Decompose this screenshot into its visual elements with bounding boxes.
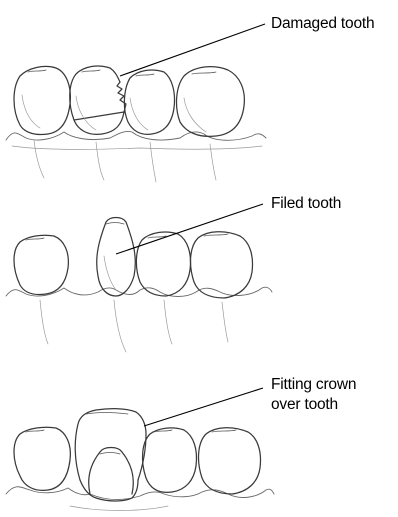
leader-line-filed	[116, 204, 263, 254]
label-damaged-tooth: Damaged tooth	[271, 14, 374, 34]
leader-line-damaged	[120, 24, 265, 76]
label-filed-tooth: Filed tooth	[271, 194, 341, 214]
stage-crown-fitting	[6, 388, 274, 511]
stage-filed-teeth	[6, 204, 272, 352]
stage-damaged-teeth	[6, 24, 266, 182]
label-fitting-crown: Fitting crown over tooth	[271, 375, 356, 415]
leader-line-crown	[144, 388, 263, 426]
